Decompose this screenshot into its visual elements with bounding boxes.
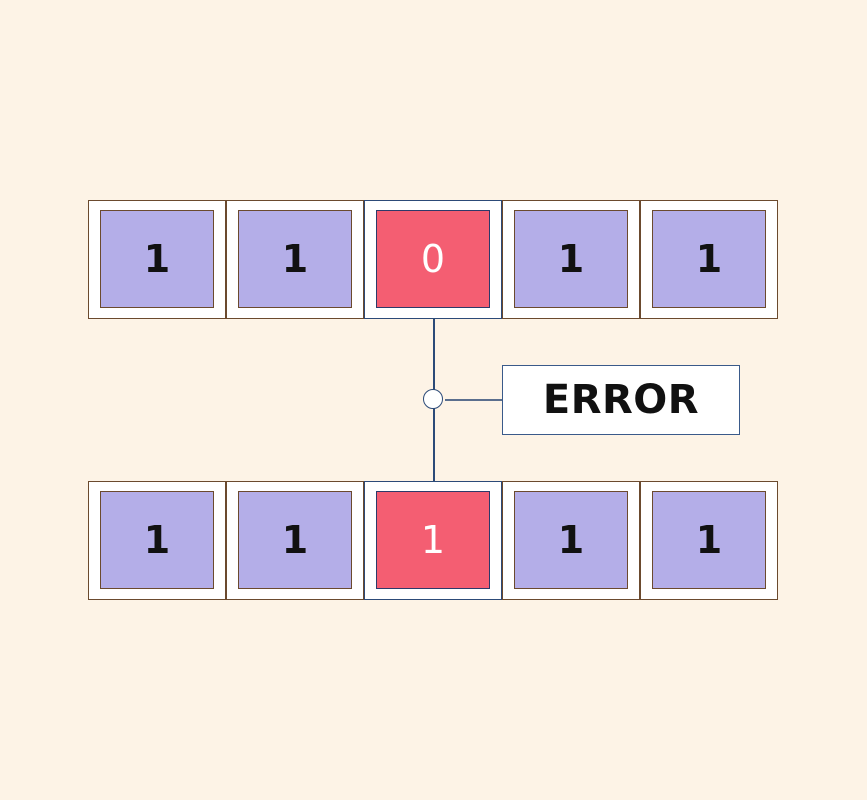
bit-value: 1 xyxy=(238,210,352,308)
bit-cell-error: 0 xyxy=(364,200,502,319)
bit-value: 1 xyxy=(652,491,766,589)
bit-cell: 1 xyxy=(640,200,778,319)
bit-cell-error: 1 xyxy=(364,481,502,600)
bit-cell: 1 xyxy=(640,481,778,600)
sent-bits-row: 1 1 0 1 1 xyxy=(88,200,778,319)
bit-value: 1 xyxy=(514,210,628,308)
bit-value: 1 xyxy=(100,210,214,308)
junction-node xyxy=(423,389,443,409)
connector-line-to-label xyxy=(445,399,503,401)
connector-line-top xyxy=(433,318,435,390)
bit-value: 1 xyxy=(514,491,628,589)
bit-cell: 1 xyxy=(226,481,364,600)
bit-value: 1 xyxy=(652,210,766,308)
bit-value-error: 1 xyxy=(376,491,490,589)
bit-value: 1 xyxy=(100,491,214,589)
bit-cell: 1 xyxy=(502,481,640,600)
bit-cell: 1 xyxy=(502,200,640,319)
received-bits-row: 1 1 1 1 1 xyxy=(88,481,778,600)
connector-line-bottom xyxy=(433,408,435,482)
bit-value: 1 xyxy=(238,491,352,589)
bit-cell: 1 xyxy=(88,200,226,319)
bit-cell: 1 xyxy=(226,200,364,319)
bit-value-error: 0 xyxy=(376,210,490,308)
error-label: ERROR xyxy=(502,365,740,435)
bit-cell: 1 xyxy=(88,481,226,600)
